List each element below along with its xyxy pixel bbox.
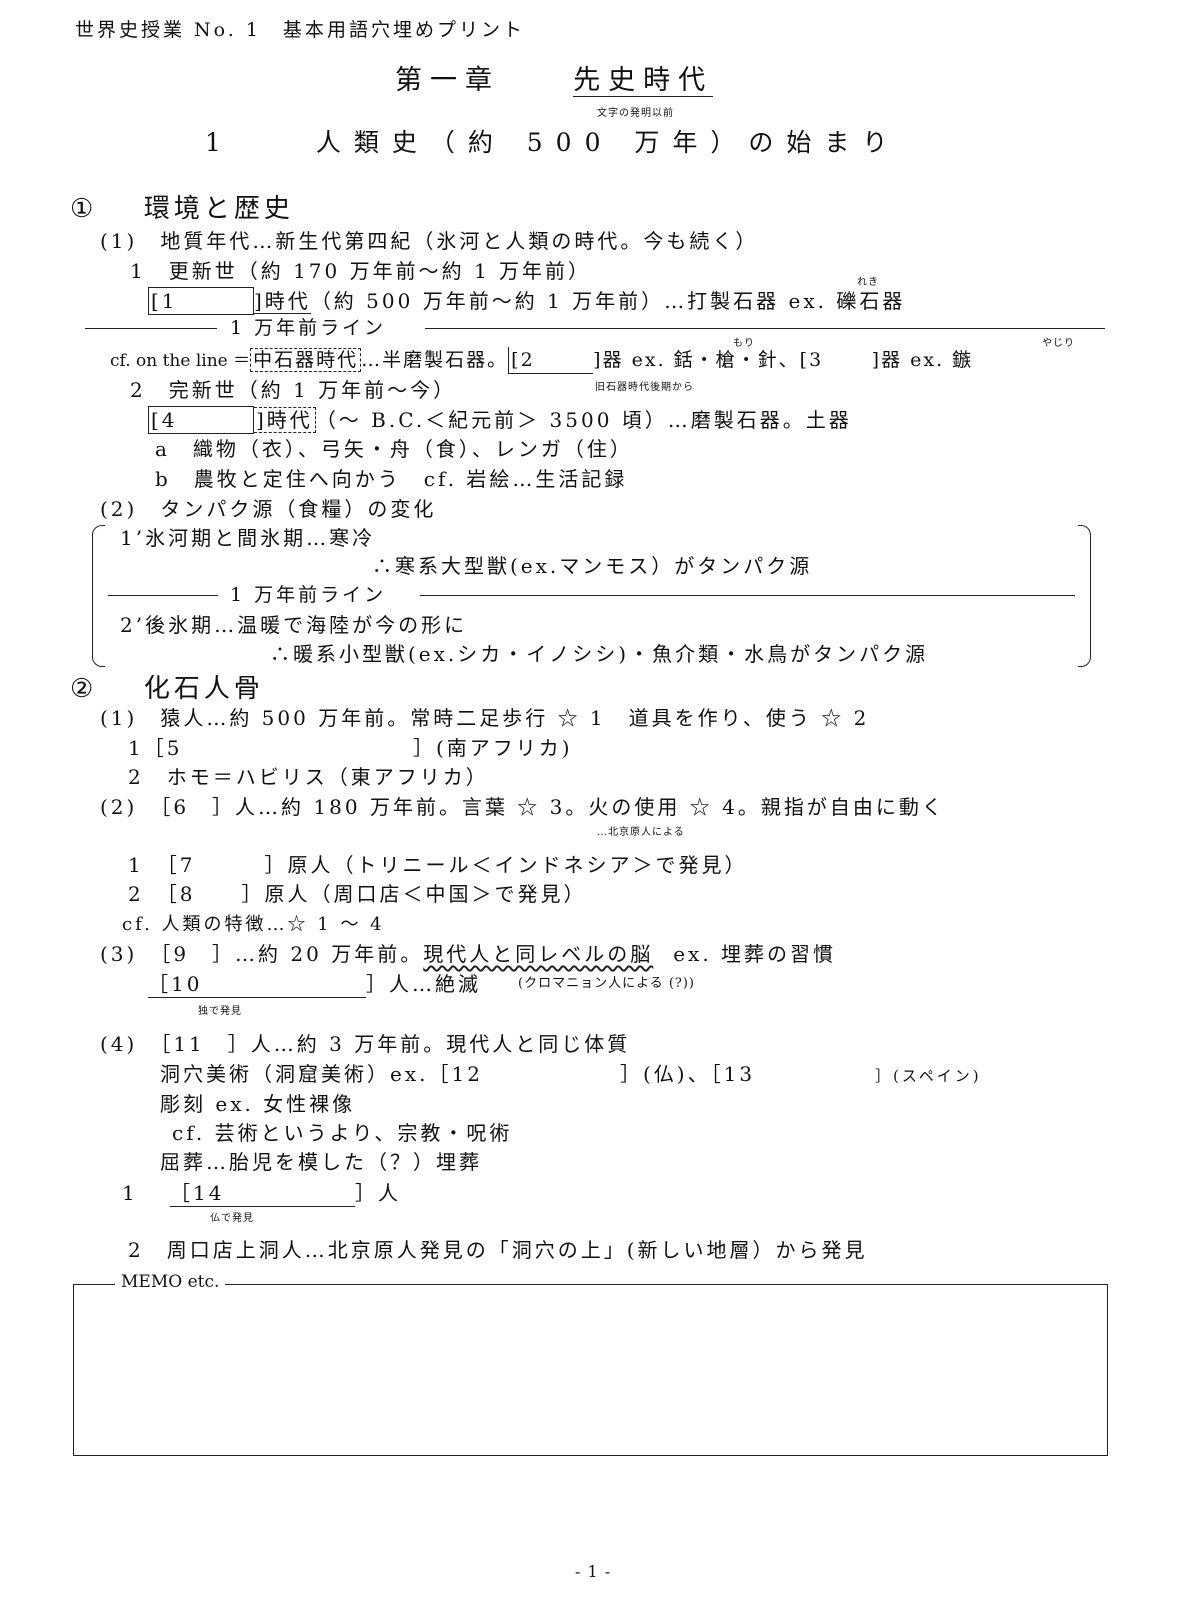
modern-brain-text: 現代人と同レベルの脳 bbox=[423, 942, 654, 966]
mesolithic-text-a: …半磨製石器。 bbox=[361, 349, 509, 371]
blank1-line: [1]時代（約 500 万年前～約 1 万年前）…打製石器 ex. 礫石器 bbox=[148, 287, 905, 315]
blank4-line: [4]時代（～ B.C.＜紀元前＞ 3500 頃）…磨製石器。土器 bbox=[148, 406, 852, 434]
blank10-end: ］人…絶滅 bbox=[366, 972, 481, 996]
blank10-line: ［10］人…絶滅 bbox=[148, 971, 481, 998]
cf-traits-line: cf. 人類の特徴…☆ 1 ～ 4 bbox=[122, 914, 385, 935]
blank14-number: 1 bbox=[122, 1181, 138, 1205]
blank1-rest: （約 500 万年前～約 1 万年前）…打製石器 ex. 礫石器 bbox=[310, 289, 906, 313]
upper-cave-line: 2 周口店上洞人…北京原人発見の「洞穴の上」(新しい地層）から発見 bbox=[128, 1238, 868, 1262]
peking-man-line: 2 ［8 ］原人（周口店＜中国＞で発見） bbox=[128, 882, 587, 906]
part2-heading-number: ② bbox=[70, 674, 98, 704]
cave-art-line: 洞穴美術（洞窟美術）ex.［12 ］(仏)、［13 ］(スペイン) bbox=[160, 1061, 982, 1089]
holocene-note: 旧石器時代後期から bbox=[595, 382, 694, 393]
burial-line: 屈葬…胎児を模した（？）埋葬 bbox=[160, 1150, 482, 1174]
ruby-reki: れき bbox=[857, 277, 879, 288]
section-name: 人類史（約 500 万年）の始まり bbox=[315, 128, 901, 157]
chapter-title: 第一章 先史時代 bbox=[395, 65, 714, 97]
sapiens-line: (4) ［11 ］人…約 3 万年前。現代人と同じ体質 bbox=[100, 1032, 631, 1056]
cave-art-a: 洞穴美術（洞窟美術）ex.［12 bbox=[160, 1062, 483, 1086]
pleistocene-line: 1 更新世（約 170 万年前～約 1 万年前） bbox=[130, 259, 592, 283]
sculpture-line: 彫刻 ex. 女性裸像 bbox=[160, 1092, 356, 1116]
right-brace bbox=[1078, 525, 1091, 667]
divider-right-1 bbox=[425, 328, 1105, 329]
blank14-end: ］人 bbox=[355, 1181, 401, 1205]
mesolithic-text-c: ]器 ex. 鏃 bbox=[871, 349, 974, 371]
page-number: - 1 - bbox=[575, 1562, 612, 1581]
part2-heading: ② 化石人骨 bbox=[70, 673, 264, 705]
course-header: 世界史授業 No. 1 基本用語穴埋めプリント bbox=[75, 19, 525, 41]
item-b: b 農牧と定住へ向かう cf. 岩絵…生活記録 bbox=[155, 467, 628, 491]
divider-left-2 bbox=[108, 595, 218, 596]
cf-art-line: cf. 芸術というより、宗教・呪術 bbox=[172, 1121, 513, 1145]
java-man-line: 1 ［7 ］原人（トリニール＜インドネシア＞で発見） bbox=[128, 853, 748, 877]
blank-3: [3 bbox=[799, 349, 824, 371]
ten-thousand-year-line-label-2: 1 万年前ライン bbox=[230, 584, 387, 606]
neanderthal-text-a: (3) ［9 ］…約 20 万年前。 bbox=[100, 942, 424, 966]
blank-4: [4 bbox=[148, 406, 254, 434]
blank5-end: ］(南アフリカ) bbox=[413, 736, 573, 760]
part1-heading-number: ① bbox=[70, 194, 98, 224]
homo-erectus-line: (2) ［6 ］人…約 180 万年前。言葉 ☆ 3。火の使用 ☆ 4。親指が自… bbox=[100, 795, 945, 819]
homo-habilis-line: 2 ホモ＝ハビリス（東アフリカ） bbox=[128, 765, 489, 789]
blank-2: [2 bbox=[508, 347, 594, 374]
neanderthal-line: (3) ［9 ］…約 20 万年前。現代人と同レベルの脳 ex. 埋葬の習慣 bbox=[100, 941, 836, 967]
blank-10: ［10 bbox=[148, 971, 366, 998]
blank1-suffix: ]時代 bbox=[254, 289, 311, 314]
part1-heading-text: 環境と歴史 bbox=[143, 194, 294, 224]
germany-note: 独で発見 bbox=[198, 1006, 242, 1017]
mesolithic-line: cf. on the line ＝中石器時代…半磨製石器。[2]器 ex. 銛・… bbox=[110, 347, 973, 374]
ice-age-protein: ∴寒系大型獣(ex.マンモス）がタンパク源 bbox=[372, 554, 813, 578]
divider-right-2 bbox=[420, 595, 1075, 596]
section-number: 1 bbox=[205, 128, 234, 157]
blank-5: 1［5 bbox=[128, 736, 183, 760]
postglacial-protein: ∴暖系小型獣(ex.シカ・イノシシ)・魚介類・水鳥がタンパク源 bbox=[270, 642, 929, 666]
blank4-suffix: ]時代 bbox=[254, 407, 316, 433]
part2-heading-text: 化石人骨 bbox=[143, 674, 264, 704]
postglacial-line: 2’後氷期…温暖で海陸が今の形に bbox=[120, 613, 468, 637]
ruby-mori: もり bbox=[733, 338, 755, 349]
item-a: a 織物（衣）、弓矢・舟（食）、レンガ（住） bbox=[155, 437, 633, 461]
memo-label: MEMO etc. bbox=[115, 1270, 226, 1294]
fire-note: …北京原人による bbox=[597, 827, 685, 838]
chapter-title-note: 文字の発明以前 bbox=[597, 108, 674, 119]
blank-14: ［14 bbox=[170, 1180, 355, 1207]
blank-1: [1 bbox=[148, 287, 254, 315]
protein-line: (2) タンパク源（食糧）の変化 bbox=[100, 497, 437, 521]
part1-heading: ① 環境と歴史 bbox=[70, 193, 294, 225]
chapter-name: 先史時代 bbox=[573, 65, 714, 97]
left-brace bbox=[92, 525, 105, 667]
blank14-line: 1 ［14］人 bbox=[122, 1180, 401, 1207]
mesolithic-age: 中石器時代 bbox=[250, 348, 362, 372]
ten-thousand-year-line-label: 1 万年前ライン bbox=[230, 317, 387, 339]
geologic-era-line: (1) 地質年代…新生代第四紀（氷河と人類の時代。今も続く） bbox=[100, 229, 759, 253]
cave-art-c: ］(スペイン) bbox=[875, 1067, 982, 1085]
holocene-line: 2 完新世（約 1 万年前～今） bbox=[130, 378, 457, 402]
cf-prefix: cf. on the line ＝ bbox=[110, 351, 251, 371]
cro-magnon-note: (クロマニョン人による (?)) bbox=[518, 976, 695, 991]
neanderthal-text-b: ex. 埋葬の習慣 bbox=[673, 942, 837, 966]
memo-box bbox=[73, 1284, 1108, 1456]
ice-age-line: 1’氷河期と間氷期…寒冷 bbox=[120, 526, 376, 550]
blank5-line: 1［5 ］(南アフリカ) bbox=[128, 735, 573, 761]
blank4-rest: （～ B.C.＜紀元前＞ 3500 頃）…磨製石器。土器 bbox=[315, 408, 852, 432]
chapter-number: 第一章 bbox=[395, 65, 500, 96]
france-note: 仏で発見 bbox=[210, 1213, 254, 1224]
mesolithic-text-b: ]器 ex. 銛・槍・針、 bbox=[593, 349, 800, 371]
cave-art-b: ］(仏)、［13 bbox=[620, 1062, 756, 1086]
australopithecus-line: (1) 猿人…約 500 万年前。常時二足歩行 ☆ 1 道具を作り、使う ☆ 2 bbox=[100, 706, 870, 730]
divider-left-1 bbox=[85, 328, 217, 329]
ruby-yajiri: やじり bbox=[1042, 338, 1075, 349]
section-title: 1 人類史（約 500 万年）の始まり bbox=[205, 130, 900, 156]
